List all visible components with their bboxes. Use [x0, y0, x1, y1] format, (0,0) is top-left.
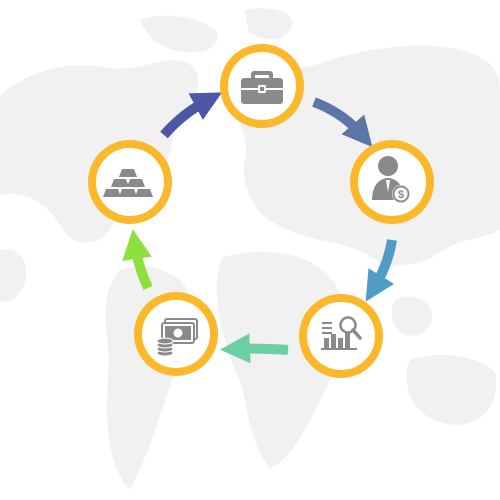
arrow-left-to-top [160, 92, 223, 139]
businessman-dollar-icon: $ [372, 156, 410, 203]
gold-bars-icon [103, 169, 153, 197]
node-bottom-left [134, 292, 218, 376]
node-top [220, 44, 304, 128]
svg-text:$: $ [398, 189, 404, 201]
arrow-bottom-right-to-bottom-left [220, 333, 289, 364]
arrow-top-to-right [312, 97, 373, 148]
briefcase-icon [241, 71, 283, 104]
node-right: $ [350, 140, 434, 224]
node-left [88, 140, 172, 224]
node-ring [299, 294, 383, 378]
arrow-bottom-left-to-left [122, 229, 153, 291]
bar-chart-magnifier-icon [321, 316, 362, 350]
node-bottom-right [299, 294, 383, 378]
arrow-right-to-bottom-right [365, 239, 397, 302]
cash-coins-icon [156, 318, 198, 357]
cycle-arrows [122, 92, 397, 364]
